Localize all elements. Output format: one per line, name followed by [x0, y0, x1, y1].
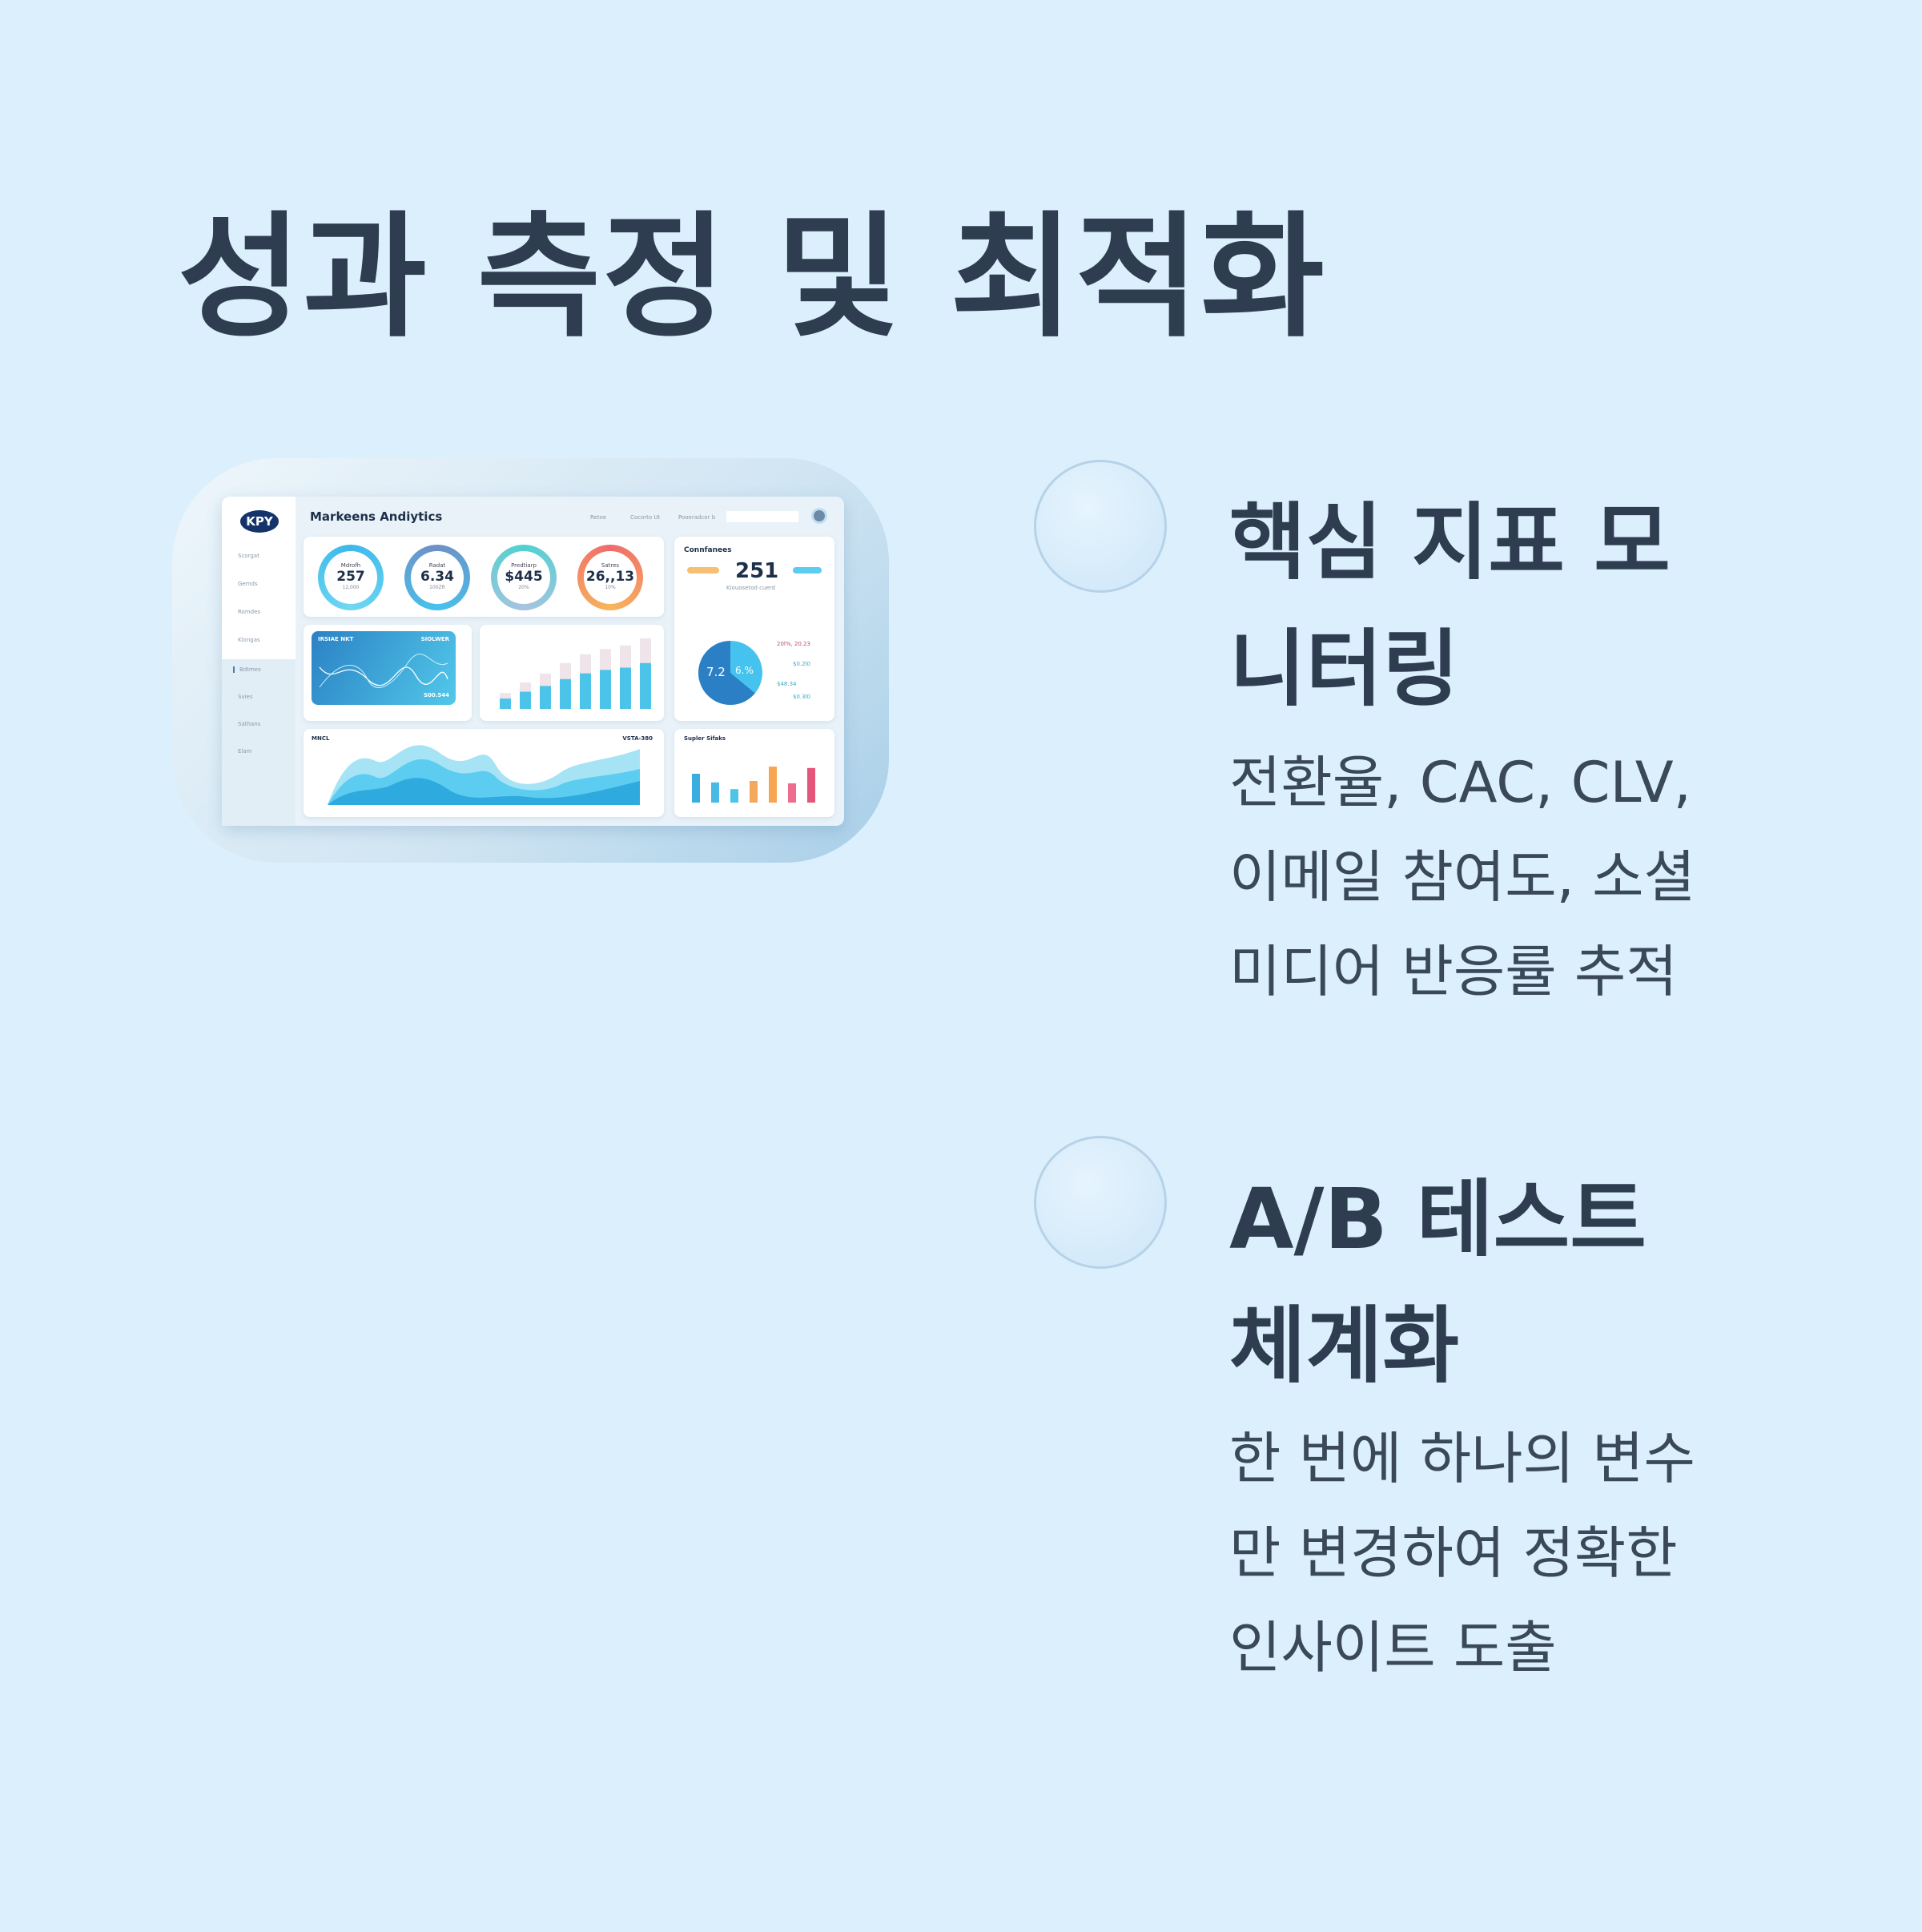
bullet-circle — [1034, 1136, 1167, 1269]
area-chart-card: MNCL VSTA-380 — [304, 729, 664, 817]
logo: KPY — [240, 510, 279, 533]
bar — [640, 662, 651, 709]
section-heading: 핵심 지표 모니터링 — [1229, 493, 1671, 718]
kpi-sub: 12,000 — [342, 585, 360, 590]
kpi-sub: 20% — [518, 585, 529, 590]
stack-bar — [807, 767, 815, 803]
line-chart — [319, 654, 448, 688]
bar — [600, 670, 611, 709]
bar — [540, 686, 551, 709]
kpi-sub: 10% — [605, 585, 616, 590]
stack-bar — [711, 782, 719, 803]
stack-bar — [769, 767, 777, 803]
top-link[interactable]: Cocorto Ut — [630, 514, 661, 521]
kpi-sub: 100ZR — [429, 585, 445, 590]
search-input[interactable] — [726, 511, 798, 522]
bar — [620, 667, 631, 709]
pie-chart: 7.2 6.% — [698, 641, 762, 705]
kpi-label: Satres — [601, 562, 620, 569]
kpi-value: 26,,13 — [585, 569, 635, 585]
sidebar: KPY Scorgat Gemds Romdes Klongas Bdtmes … — [222, 497, 296, 826]
section-body: 한 번에 하나의 변수만 변경하여 정확한 인사이트 도출 — [1229, 1426, 1695, 1680]
bar — [500, 698, 511, 709]
bar — [560, 678, 571, 709]
kpi-value: $445 — [505, 569, 543, 585]
stacks-card: Supler Sifaks — [674, 729, 834, 817]
nav-item[interactable]: Bdtmes — [233, 666, 261, 673]
stack-bar — [788, 783, 796, 803]
nav-item[interactable]: Svies — [238, 694, 253, 700]
bar-chart — [500, 638, 651, 709]
dashboard-window: KPY Scorgat Gemds Romdes Klongas Bdtmes … — [222, 497, 844, 826]
nav-item[interactable]: Romdes — [238, 609, 261, 615]
section-heading: A/B 테스트 체계화 — [1229, 1170, 1647, 1395]
kpi-label: Predtiarp — [511, 562, 537, 569]
avatar[interactable] — [811, 508, 827, 524]
line-chart-card: IRSIAE NKT SIOLWER S00.544 — [304, 625, 472, 721]
nav-item[interactable]: Klongas — [238, 637, 260, 643]
conversions-card: Connfanees 251 Kiouosetod cuerd 7.2 6.% … — [674, 537, 834, 721]
kpi-value: 6.34 — [420, 569, 454, 585]
dashboard-title: Markeens Andiytics — [310, 509, 443, 524]
stack-bar — [750, 781, 758, 803]
bar — [520, 691, 531, 709]
bullet-circle — [1034, 460, 1167, 593]
nav-item[interactable]: Elam — [238, 748, 252, 755]
nav-item[interactable]: Sathans — [238, 721, 261, 727]
dashboard-illustration: KPY Scorgat Gemds Romdes Klongas Bdtmes … — [172, 458, 889, 863]
kpi-value: 257 — [336, 569, 365, 585]
page-title: 성과 측정 및 최적화 — [178, 199, 1326, 356]
bar — [580, 673, 591, 709]
top-link[interactable]: Retoe — [590, 514, 607, 521]
nav-item[interactable]: Scorgat — [238, 553, 259, 559]
area-chart — [328, 745, 640, 805]
stacks-chart — [692, 767, 815, 803]
nav-item[interactable]: Gemds — [238, 581, 258, 587]
top-link[interactable]: Pooeradcor b — [678, 514, 716, 521]
stack-bar — [692, 774, 700, 803]
bar-chart-card — [480, 625, 664, 721]
section-body: 전환율, CAC, CLV, 이메일 참여도, 소셜 미디어 반응률 추적 — [1229, 750, 1695, 1004]
kpi-label: Mdrofh — [340, 562, 361, 569]
kpi-label: Radat — [428, 562, 446, 569]
stack-bar — [730, 789, 738, 803]
